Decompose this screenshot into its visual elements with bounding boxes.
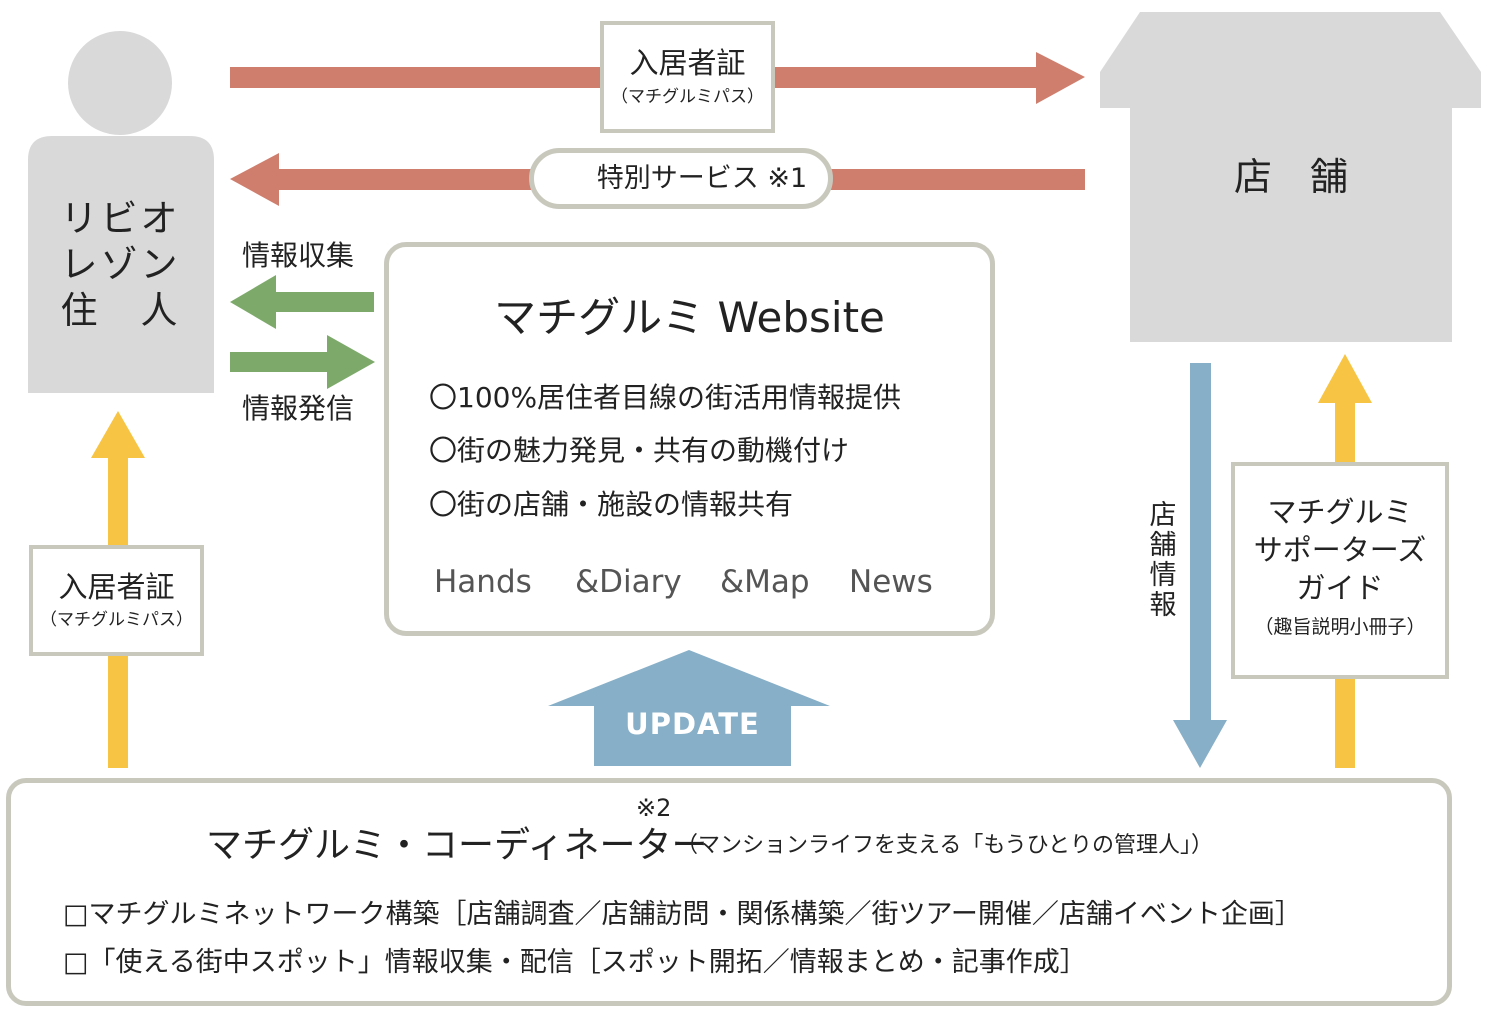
pass-top-sub: （マチグルミパス）	[611, 87, 764, 107]
info-send-arrow-shaft	[230, 352, 334, 372]
special-service-label: 特別サービス ※1	[596, 163, 808, 194]
store-label: 店 舗	[1233, 155, 1348, 199]
info-collect-arrow-shaft	[270, 292, 374, 312]
info-send-label: 情報発信	[242, 392, 355, 425]
nav-news[interactable]: News	[849, 564, 933, 600]
nav-diary[interactable]: &Diary	[575, 564, 682, 600]
pass-left-box: 入居者証 （マチグルミパス）	[29, 545, 204, 656]
info-send-arrow-head	[327, 335, 375, 389]
store-house	[1100, 12, 1481, 342]
resident-label-line: レゾン	[60, 243, 181, 286]
right-up-arrow-head	[1318, 354, 1372, 403]
website-title: マチグルミ Website	[494, 293, 885, 342]
supporters-guide-line: マチグルミ	[1267, 495, 1413, 529]
resident-head	[68, 31, 172, 135]
supporters-guide-line: ガイド	[1296, 571, 1384, 605]
website-item: 〇100%居住者目線の街活用情報提供	[429, 381, 902, 414]
pass-top-title: 入居者証	[629, 46, 746, 80]
pass-left-sub: （マチグルミパス）	[40, 610, 193, 630]
pass-top-box: 入居者証 （マチグルミパス）	[600, 21, 775, 133]
special-service-pill: 特別サービス ※1	[529, 148, 833, 209]
website-item: 〇街の魅力発見・共有の動機付け	[429, 434, 850, 467]
store-info-label: 店舗情報	[1149, 500, 1177, 621]
update-arrow	[548, 650, 830, 766]
nav-hands[interactable]: Hands	[434, 564, 532, 600]
supporters-guide-box: マチグルミ サポーターズ ガイド （趣旨説明小冊子）	[1231, 462, 1449, 679]
nav-map[interactable]: &Map	[720, 564, 810, 600]
service-arrow-head	[230, 153, 279, 206]
coordinator-title: マチグルミ・コーディネーター	[206, 825, 708, 866]
coordinator-note: ※2	[636, 794, 672, 822]
coordinator-item: □マチグルミネットワーク構築［店舗調査／店舗訪問・関係構築／街ツアー開催／店舗イ…	[63, 899, 1302, 930]
website-item: 〇街の店舗・施設の情報共有	[429, 488, 794, 521]
store-info-arrow-shaft	[1190, 363, 1211, 723]
info-collect-arrow-head	[230, 275, 276, 329]
coordinator-item: □「使える街中スポット」情報収集・配信［スポット開拓／情報まとめ・記事作成］	[63, 947, 1087, 978]
coordinator-box: ※2 マチグルミ・コーディネーター （マンションライフを支える「もうひとりの管理…	[6, 778, 1452, 1006]
pass-left-title: 入居者証	[58, 570, 175, 604]
store-info-arrow-head	[1173, 720, 1227, 768]
supporters-guide-sub: （趣旨説明小冊子）	[1254, 616, 1426, 638]
left-up-arrow-head	[91, 411, 145, 458]
info-collect-label: 情報収集	[242, 239, 355, 272]
coordinator-subtitle: （マンションライフを支える「もうひとりの管理人」）	[676, 833, 1214, 858]
update-label: UPDATE	[625, 707, 760, 741]
resident-label: リビオ レゾン 住 人	[38, 196, 203, 334]
supporters-guide-line: サポーターズ	[1253, 533, 1427, 567]
resident-body	[28, 136, 214, 393]
pass-arrow-head	[1036, 52, 1085, 104]
resident-label-line: 住 人	[60, 289, 181, 332]
website-box: マチグルミ Website 〇100%居住者目線の街活用情報提供 〇街の魅力発見…	[384, 242, 995, 636]
resident-label-line: リビオ	[60, 197, 181, 240]
